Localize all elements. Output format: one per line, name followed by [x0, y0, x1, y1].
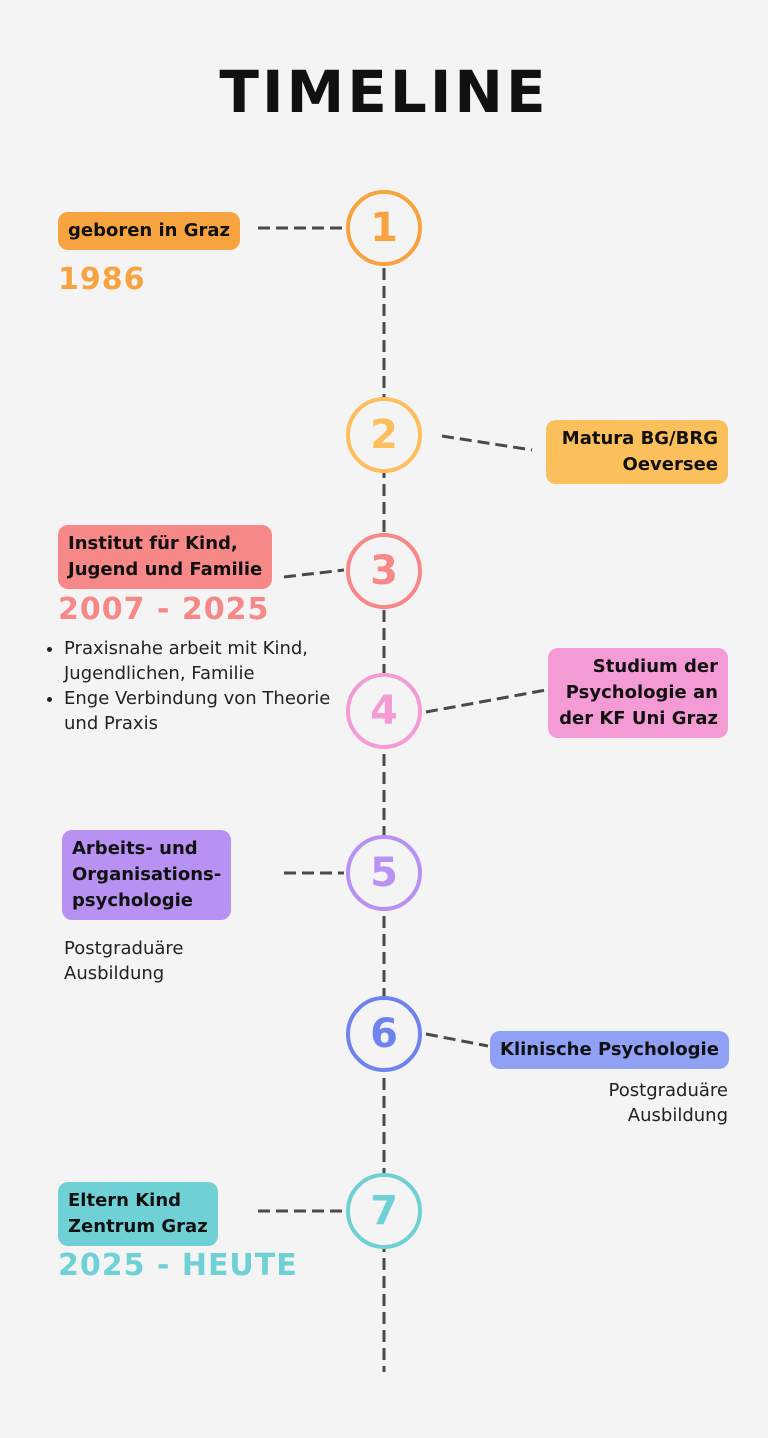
- step-1-label: geboren in Graz: [58, 212, 241, 250]
- page-title: TIMELINE: [219, 58, 549, 126]
- connector-2: [441, 434, 533, 452]
- step-3-label: Institut für Kind, Jugend und Familie: [58, 525, 273, 589]
- step-6-label: Klinische Psychologie: [490, 1031, 729, 1069]
- step-4-circle: 4: [346, 673, 422, 749]
- step-1-circle: 1: [346, 190, 422, 266]
- step-1-year: 1986: [58, 262, 146, 297]
- step-7-label: Eltern Kind Zentrum Graz: [58, 1182, 218, 1246]
- step-2-label: Matura BG/BRG Oeversee: [546, 420, 728, 484]
- step-2-circle: 2: [346, 397, 422, 473]
- step-5-circle: 5: [346, 835, 422, 911]
- step-6-note: Postgraduäre Ausbildung: [608, 1080, 728, 1126]
- step-3-bullet: Enge Verbindung von Theorie und Praxis: [64, 686, 334, 736]
- step-4-label: Studium der Psychologie an der KF Uni Gr…: [548, 648, 728, 738]
- step-5-note: Postgraduäre Ausbildung: [64, 938, 184, 984]
- step-5-label: Arbeits- und Organisations- psychologie: [62, 830, 232, 920]
- step-7-circle: 7: [346, 1173, 422, 1249]
- connector-6: [425, 1032, 489, 1048]
- step-7-year: 2025 - HEUTE: [58, 1248, 298, 1283]
- step-3-bullets: Praxisnahe arbeit mit Kind, Jugendlichen…: [44, 636, 334, 736]
- connector-4: [425, 688, 547, 714]
- step-3-year: 2007 - 2025: [58, 592, 270, 627]
- connector-3: [283, 568, 345, 579]
- step-6-circle: 6: [346, 996, 422, 1072]
- step-3-bullet: Praxisnahe arbeit mit Kind, Jugendlichen…: [64, 636, 334, 686]
- step-3-circle: 3: [346, 533, 422, 609]
